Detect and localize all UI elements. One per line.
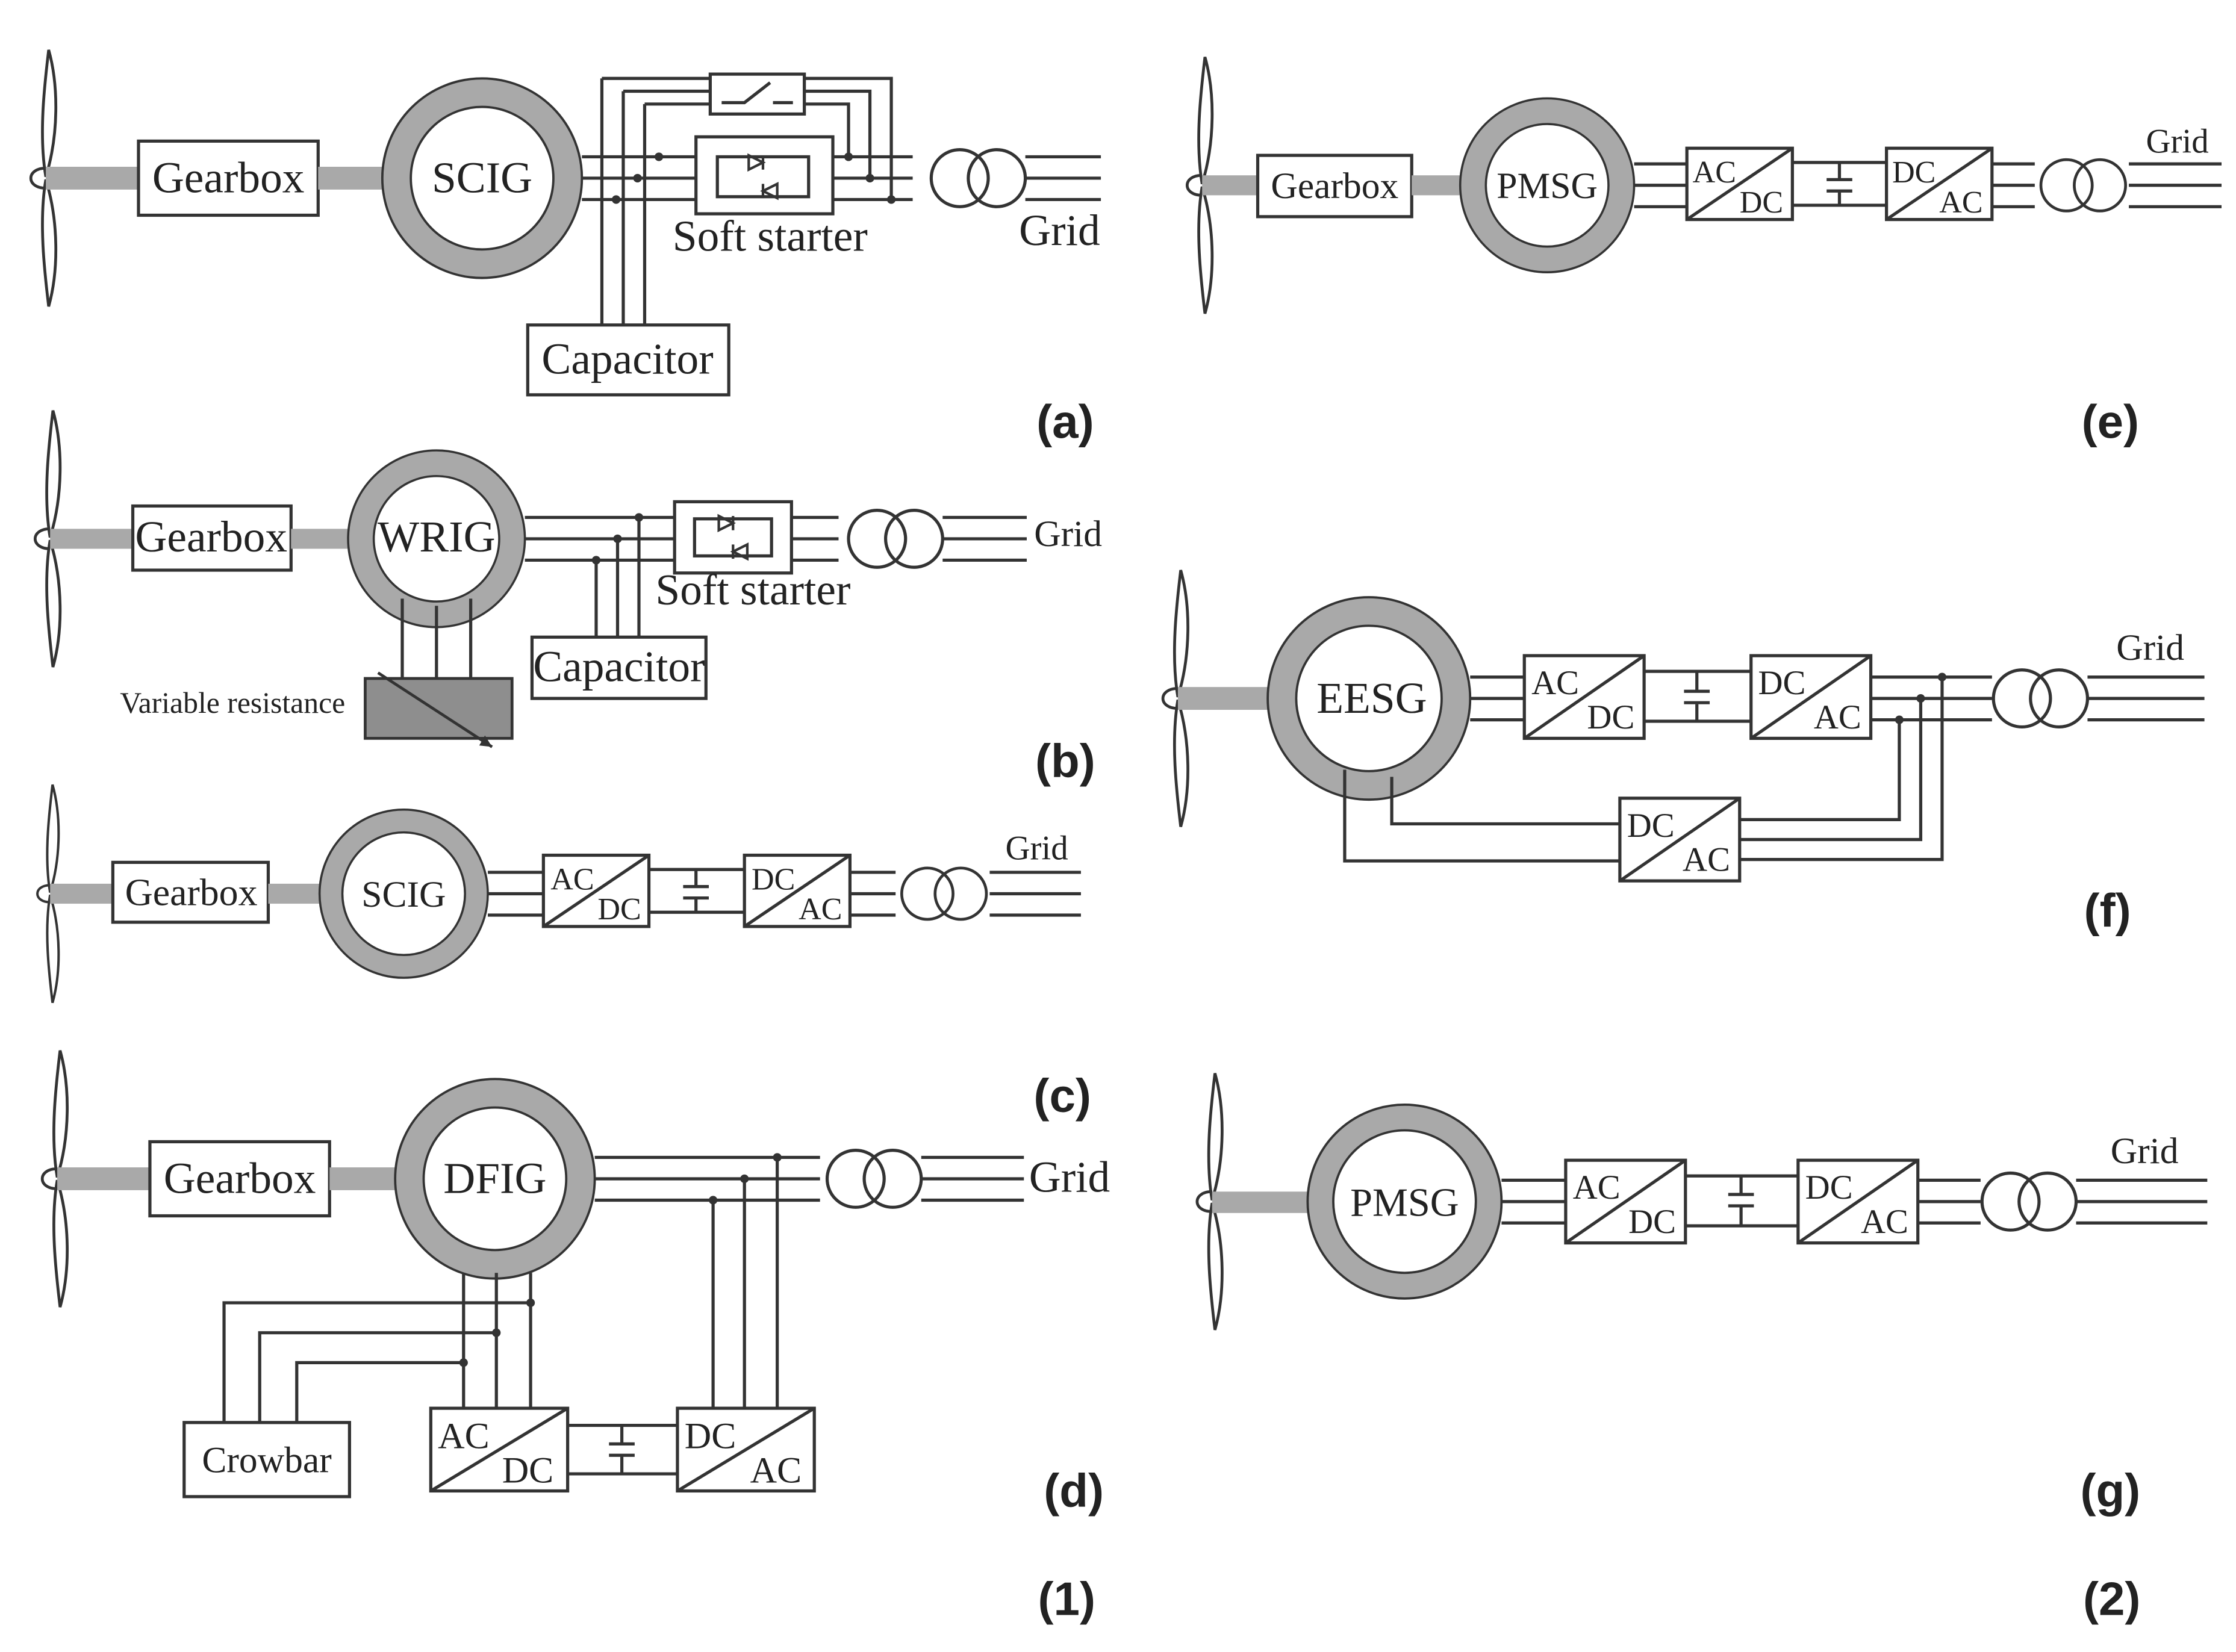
soft-starter-label: Soft starter xyxy=(673,212,868,261)
conv3-bottom: AC xyxy=(1683,841,1730,879)
dc-link-capacitor-icon xyxy=(1728,1194,1754,1206)
transformer-icon xyxy=(827,1150,921,1208)
transformer-icon xyxy=(902,868,986,919)
conv2-bottom: AC xyxy=(799,892,842,927)
panel-f: EESG AC DC DC AC DC AC Grid (f) xyxy=(1163,570,2205,937)
capacitor-label: Capacitor xyxy=(533,642,705,691)
gearbox-box xyxy=(137,139,320,217)
conv2-top: DC xyxy=(752,862,795,896)
conv2-bottom: AC xyxy=(1814,698,1861,736)
shaft xyxy=(318,167,390,190)
grid-label: Grid xyxy=(2146,122,2209,160)
generator-circle xyxy=(1307,1104,1502,1299)
generator-label: SCIG xyxy=(361,874,446,915)
conv2-top: DC xyxy=(1805,1169,1853,1206)
generator-circle xyxy=(383,79,582,278)
panel-caption: (b) xyxy=(1035,734,1095,787)
panel-b: Gearbox WRIG Soft starter Capacitor Vari… xyxy=(35,411,1102,787)
column-label-1: (1) xyxy=(1038,1572,1095,1625)
gearbox-label: Gearbox xyxy=(1271,166,1398,206)
dc-link-capacitor-icon xyxy=(1826,179,1852,191)
capacitor-box xyxy=(526,323,730,397)
gearbox-label: Gearbox xyxy=(135,512,287,561)
generator-label: EESG xyxy=(1316,674,1427,722)
grid-label: Grid xyxy=(1034,514,1102,554)
generator-label: PMSG xyxy=(1350,1181,1459,1225)
conv1-top: AC xyxy=(1531,664,1579,702)
panel-a: Gearbox SCIG Soft starter Capacitor Grid… xyxy=(31,50,1101,448)
panel-caption: (d) xyxy=(1044,1464,1104,1517)
panel-e: Gearbox PMSG AC DC DC AC Grid (e) xyxy=(1187,57,2222,448)
grid-label: Grid xyxy=(1029,1152,1110,1201)
transformer-icon xyxy=(849,511,942,568)
conv1-top: AC xyxy=(438,1415,490,1456)
panel-caption: (e) xyxy=(2082,395,2139,448)
generator-label: DFIG xyxy=(443,1154,546,1203)
gearbox-label: Gearbox xyxy=(164,1154,316,1203)
conv2-bottom: AC xyxy=(750,1450,802,1491)
gearbox-box xyxy=(1256,154,1413,219)
dc-link-capacitor-icon xyxy=(1684,691,1710,703)
capacitor-label: Capacitor xyxy=(541,334,713,383)
conv2-bottom: AC xyxy=(1939,185,1982,220)
capacitor-box xyxy=(530,635,708,700)
generator-circle xyxy=(1460,99,1634,272)
conv2-top: DC xyxy=(685,1415,737,1456)
conv1-bottom: DC xyxy=(1587,698,1634,736)
generator-circle xyxy=(1268,598,1470,800)
transformer-icon xyxy=(1982,1173,2076,1231)
panel-d: Gearbox DFIG Crowbar AC DC DC AC Grid (d… xyxy=(42,1051,1110,1517)
conv1-bottom: DC xyxy=(1740,185,1783,220)
grid-label: Grid xyxy=(2111,1131,2179,1172)
crowbar-box xyxy=(182,1421,351,1498)
panel-caption: (f) xyxy=(2084,884,2131,937)
generator-circle xyxy=(319,809,488,978)
column-label-2: (2) xyxy=(2083,1572,2140,1625)
variable-resistance-label: Variable resistance xyxy=(120,686,345,719)
grid-label: Grid xyxy=(2116,627,2184,668)
panel-caption: (g) xyxy=(2080,1464,2140,1517)
generator-label: WRIG xyxy=(378,512,496,561)
panel-g: PMSG AC DC DC AC Grid (g) xyxy=(1197,1073,2208,1517)
conv2-top: DC xyxy=(1758,664,1806,702)
grid-label: Grid xyxy=(1019,206,1100,255)
conv3-top: DC xyxy=(1627,807,1675,845)
grid-label: Grid xyxy=(1005,830,1068,868)
conv1-top: AC xyxy=(1693,155,1736,190)
gearbox-box xyxy=(148,1140,331,1218)
gearbox-label: Gearbox xyxy=(152,154,305,202)
generator-circle xyxy=(396,1079,594,1278)
transformer-icon xyxy=(931,150,1025,207)
dc-link-capacitor-icon xyxy=(609,1444,635,1455)
panel-caption: (a) xyxy=(1036,395,1094,448)
gearbox-box xyxy=(111,860,270,924)
conv2-top: DC xyxy=(1892,155,1935,190)
panel-c: Gearbox SCIG AC DC DC AC Grid (c) xyxy=(37,784,1091,1122)
dc-link-capacitor-icon xyxy=(683,887,709,898)
conv1-bottom: DC xyxy=(1628,1203,1676,1241)
conv1-bottom: DC xyxy=(502,1450,554,1491)
transformer-icon xyxy=(1993,670,2087,727)
generator-label: SCIG xyxy=(432,154,532,202)
gearbox-box xyxy=(131,504,293,572)
gearbox-label: Gearbox xyxy=(125,871,258,913)
conv1-bottom: DC xyxy=(597,892,641,927)
conv1-top: AC xyxy=(1573,1169,1621,1206)
panel-caption: (c) xyxy=(1033,1069,1091,1122)
generator-label: PMSG xyxy=(1496,166,1598,206)
soft-starter-label: Soft starter xyxy=(655,565,850,614)
crowbar-label: Crowbar xyxy=(202,1440,331,1481)
conv2-bottom: AC xyxy=(1861,1203,1908,1241)
variable-resistance-box xyxy=(364,677,514,740)
conv1-top: AC xyxy=(550,862,594,896)
transformer-icon xyxy=(2041,160,2126,211)
shaft xyxy=(46,167,139,190)
